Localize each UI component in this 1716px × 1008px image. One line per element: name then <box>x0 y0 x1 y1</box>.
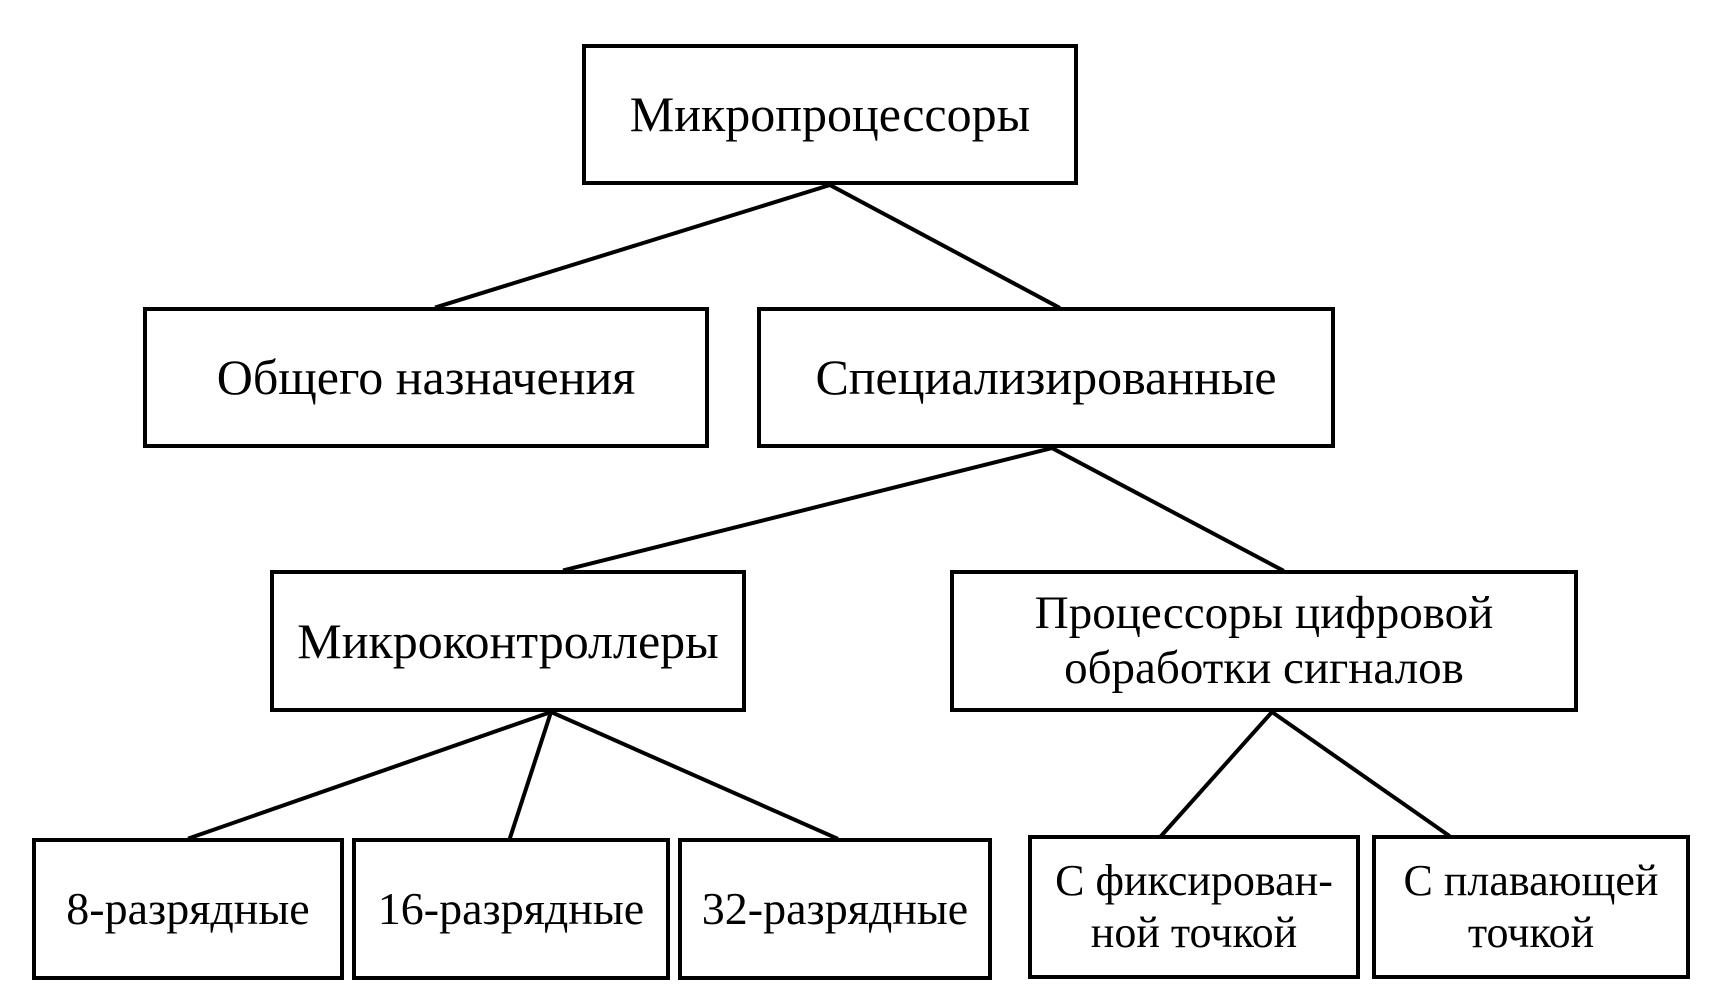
edge-mcu-to-bit8 <box>187 709 554 841</box>
edge-mcu-to-bit16 <box>507 709 554 841</box>
node-digital-signal-processors[interactable]: Процессоры цифровой обработки сигналов <box>950 570 1578 712</box>
node-microcontrollers-label: Микроконтроллеры <box>297 612 719 669</box>
node-specialized-label: Специализированные <box>815 349 1277 405</box>
edge-dsp-to-fixed <box>1159 709 1275 838</box>
node-microprocessors[interactable]: Микропроцессоры <box>582 44 1078 185</box>
edge-special-to-dsp <box>1049 445 1285 573</box>
edge-special-to-mcu <box>562 445 1055 573</box>
node-16-bit-label: 16-разрядные <box>377 882 645 934</box>
node-microprocessors-label: Микропроцессоры <box>629 86 1031 142</box>
node-8-bit[interactable]: 8-разрядные <box>32 838 344 980</box>
node-general-purpose[interactable]: Общего назначения <box>143 307 709 448</box>
node-microcontrollers[interactable]: Микроконтроллеры <box>270 570 746 712</box>
node-8-bit-label: 8-разрядные <box>66 882 310 934</box>
node-digital-signal-processors-label: Процессоры цифровой обработки сигналов <box>1034 586 1494 694</box>
node-fixed-point[interactable]: С фиксирован- ной точкой <box>1028 835 1360 979</box>
edge-root-to-general <box>434 182 833 310</box>
edge-mcu-to-bit32 <box>548 709 839 841</box>
edge-root-to-special <box>827 182 1061 310</box>
node-specialized[interactable]: Специализированные <box>757 307 1335 448</box>
node-16-bit[interactable]: 16-разрядные <box>352 838 670 980</box>
node-floating-point[interactable]: С плавающей точкой <box>1372 835 1690 979</box>
edge-dsp-to-float <box>1269 709 1451 838</box>
node-floating-point-label: С плавающей точкой <box>1403 856 1659 957</box>
node-32-bit-label: 32-разрядные <box>701 882 969 934</box>
node-32-bit[interactable]: 32-разрядные <box>678 838 992 980</box>
node-general-purpose-label: Общего назначения <box>216 349 636 405</box>
node-fixed-point-label: С фиксирован- ной точкой <box>1055 856 1333 957</box>
